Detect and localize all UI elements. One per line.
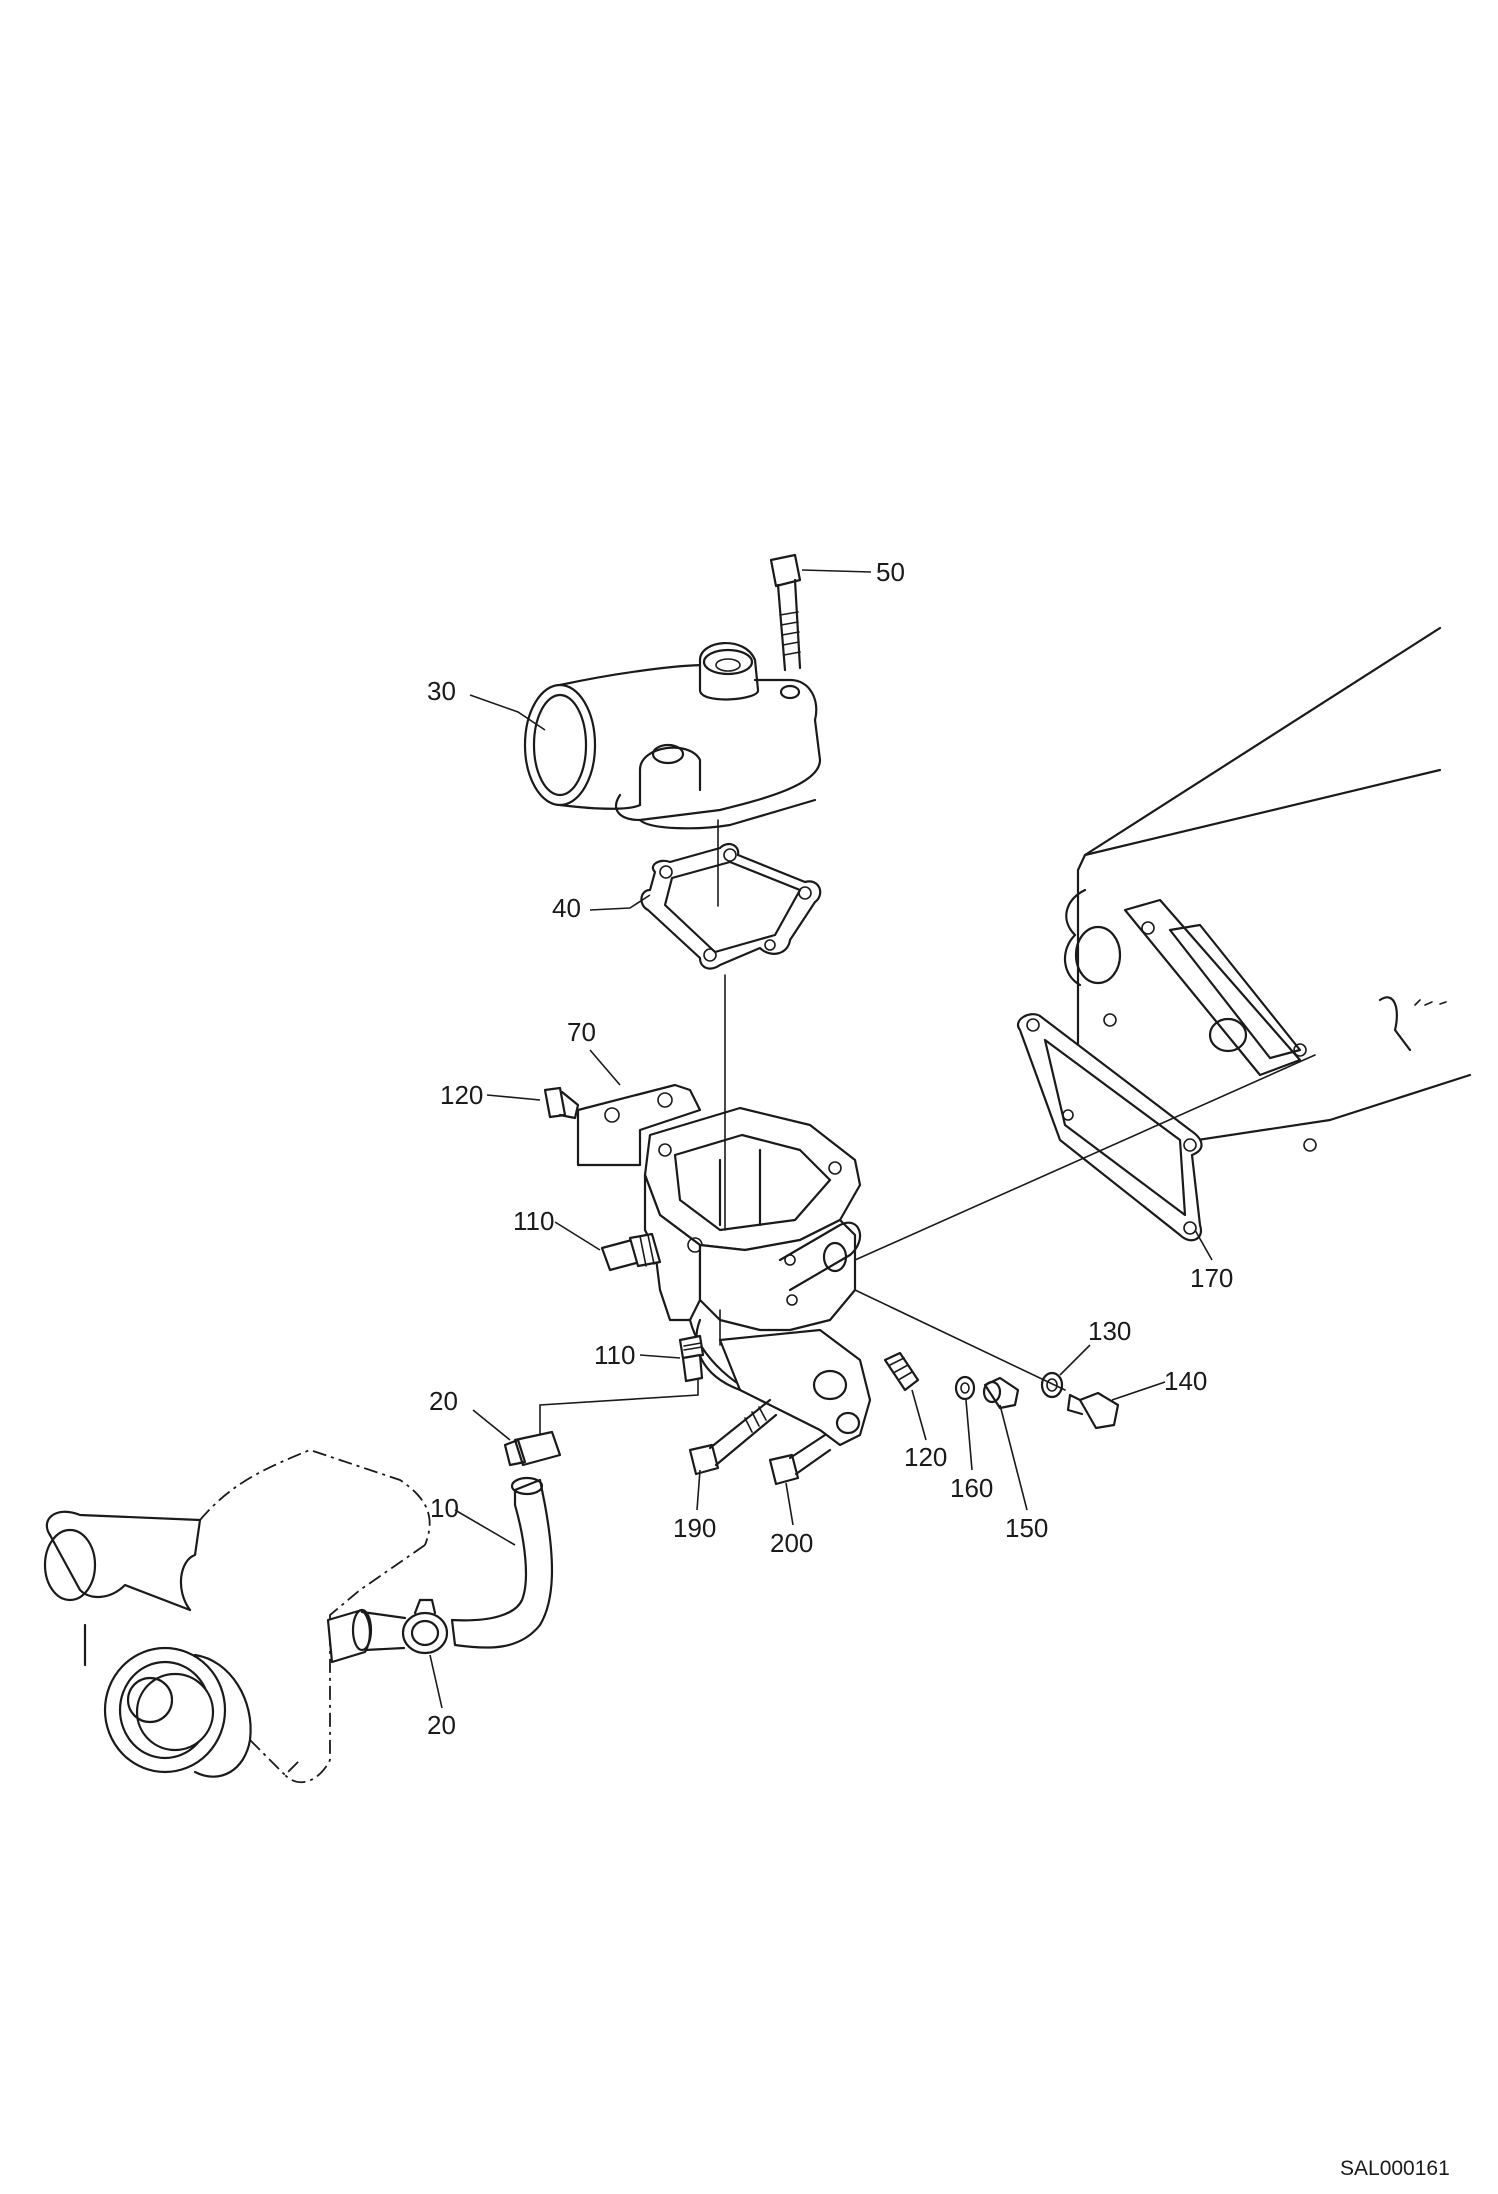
bolt-200 [768,1433,832,1486]
leader-lines [429,569,1213,1709]
engine-block-outline [1063,626,1472,1159]
gasket-170 [1017,1013,1203,1242]
bolt-50 [769,553,802,672]
callout-160: 160 [950,1473,993,1503]
callout-10: 10 [430,1493,459,1523]
callout-labels: 50 30 40 70 120 110 110 20 10 20 190 200… [427,557,1233,1740]
callout-110-upper: 110 [513,1206,554,1236]
callout-170: 170 [1190,1263,1233,1293]
callout-40: 40 [552,893,581,923]
callout-120-lower: 120 [904,1442,947,1472]
plug-120-lower [883,1351,920,1392]
callout-70: 70 [567,1017,596,1047]
bolt-190 [688,1398,778,1476]
washer-130 [1040,1371,1064,1399]
hose-10 [450,1476,554,1649]
callout-140: 140 [1164,1366,1207,1396]
callout-130: 130 [1088,1316,1131,1346]
washer-160 [954,1375,976,1401]
callout-120-upper: 120 [440,1080,483,1110]
callout-110-lower: 110 [594,1340,635,1370]
thermostat-cover-30 [523,642,822,830]
plug-150 [982,1376,1020,1410]
callout-20-upper: 20 [429,1386,458,1416]
callout-150: 150 [1005,1513,1048,1543]
clamp-20-lower [401,1598,449,1655]
bolt-140 [1066,1391,1120,1430]
fitting-110-lower [678,1334,705,1383]
callout-20-lower: 20 [427,1710,456,1740]
drawing-code: SAL000161 [1340,2157,1450,2180]
callout-50: 50 [876,557,905,587]
fitting-110-upper [600,1232,662,1272]
thermostat-housing-70 [576,1083,872,1447]
callout-190: 190 [673,1513,716,1543]
water-pump-outline [43,1449,431,1784]
plug-120-upper [543,1086,580,1120]
assembly-centre-lines [539,819,1316,1446]
clamp-20-upper [503,1430,562,1467]
gasket-40 [640,842,822,970]
callout-200: 200 [770,1528,813,1558]
callout-30: 30 [427,676,456,706]
